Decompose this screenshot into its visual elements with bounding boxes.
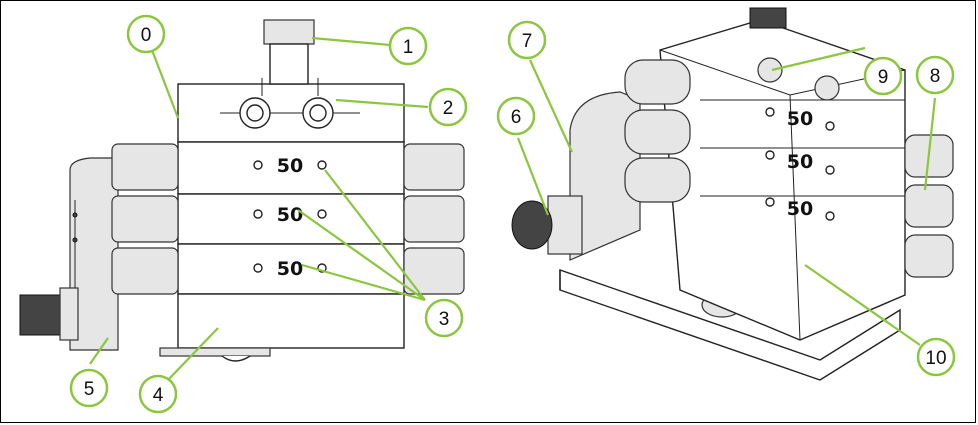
front-view: 50 50 50 bbox=[19, 19, 465, 362]
fittings-left bbox=[111, 143, 179, 295]
callout-3-label: 3 bbox=[439, 309, 450, 330]
m12-connector bbox=[19, 294, 63, 336]
isometric-view: 50 50 50 bbox=[511, 7, 954, 381]
leader-5 bbox=[89, 337, 109, 365]
callout-7-label: 7 bbox=[522, 31, 533, 52]
leader-8 bbox=[923, 97, 937, 191]
leader-0 bbox=[150, 49, 180, 119]
callout-9: 9 bbox=[863, 56, 903, 96]
iso-section-2-marking: 50 bbox=[787, 151, 813, 173]
callout-10-label: 10 bbox=[925, 348, 946, 369]
callout-1: 1 bbox=[388, 26, 428, 66]
callout-0: 0 bbox=[126, 14, 166, 54]
leader-3a bbox=[324, 169, 426, 301]
callout-4: 4 bbox=[138, 374, 178, 414]
section-1-marking: 50 bbox=[277, 155, 303, 177]
callout-8: 8 bbox=[915, 55, 955, 95]
iso-connector bbox=[547, 195, 583, 255]
callout-4-label: 4 bbox=[153, 385, 164, 406]
leader-3c bbox=[301, 263, 426, 302]
leader-9 bbox=[771, 46, 866, 72]
leader-4 bbox=[167, 327, 219, 381]
callout-6: 6 bbox=[496, 96, 536, 136]
callout-7: 7 bbox=[507, 20, 547, 60]
callout-9-label: 9 bbox=[878, 67, 889, 88]
leader-6 bbox=[516, 137, 550, 216]
leader-2 bbox=[335, 98, 429, 109]
leader-7 bbox=[528, 59, 574, 153]
iso-fittings-left bbox=[624, 59, 691, 203]
section-1: 50 bbox=[177, 141, 405, 195]
base-plate bbox=[177, 293, 405, 349]
iso-section-1-marking: 50 bbox=[787, 108, 813, 130]
callout-5-label: 5 bbox=[84, 379, 95, 400]
section-2-marking: 50 bbox=[277, 204, 303, 226]
section-3: 50 bbox=[177, 243, 405, 295]
leader-3b bbox=[297, 209, 426, 301]
inlet-fitting bbox=[263, 19, 315, 45]
callout-3: 3 bbox=[424, 298, 464, 338]
callout-2-label: 2 bbox=[443, 98, 454, 119]
leader-1 bbox=[311, 36, 391, 47]
section-2: 50 bbox=[177, 193, 405, 245]
callout-1-label: 1 bbox=[403, 37, 414, 58]
callout-2: 2 bbox=[428, 87, 468, 127]
iso-section-3-marking: 50 bbox=[787, 198, 813, 220]
fittings-right bbox=[403, 143, 465, 295]
callout-8-label: 8 bbox=[930, 66, 941, 87]
callout-10: 10 bbox=[916, 337, 956, 377]
section-3-marking: 50 bbox=[277, 258, 303, 280]
leader-10 bbox=[804, 264, 921, 346]
leader-lines bbox=[89, 36, 937, 381]
iso-fittings-right bbox=[904, 134, 954, 278]
callout-0-label: 0 bbox=[141, 25, 152, 46]
callout-6-label: 6 bbox=[511, 107, 522, 128]
callout-5: 5 bbox=[69, 368, 109, 408]
